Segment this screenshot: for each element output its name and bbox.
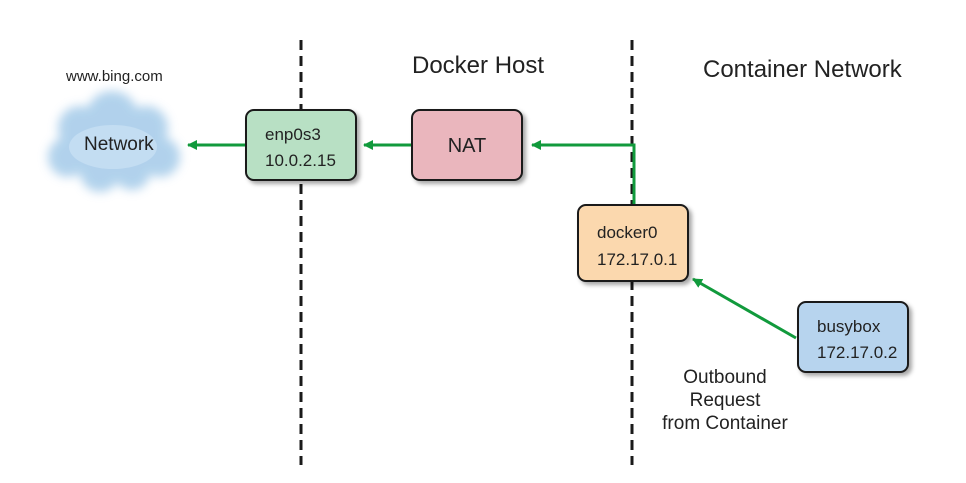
nat-label: NAT: [447, 135, 487, 157]
network-cloud-icon: [48, 91, 180, 192]
annotation-line-2: Request: [689, 390, 761, 411]
busybox-name: busybox: [817, 317, 881, 336]
busybox-ip: 172.17.0.2: [817, 343, 898, 362]
annotation-line-3: from Container: [662, 413, 788, 434]
enp0s3-name: enp0s3: [265, 125, 321, 144]
enp0s3-ip: 10.0.2.15: [265, 151, 336, 170]
cloud-label: Network: [84, 134, 154, 155]
enp0s3-interface-box: enp0s3 10.0.2.15: [245, 109, 357, 181]
nat-box: NAT: [411, 109, 523, 181]
docker0-name: docker0: [597, 223, 658, 242]
arrow-docker0-to-nat: [531, 140, 636, 204]
arrow-busybox-to-docker0: [692, 277, 797, 340]
docker-host-title: Docker Host: [412, 52, 545, 79]
docker0-ip: 172.17.0.1: [597, 250, 678, 269]
annotation-line-1: Outbound: [683, 367, 767, 388]
busybox-container-box: busybox 172.17.0.2: [797, 301, 909, 373]
container-network-title: Container Network: [703, 56, 902, 83]
outbound-request-annotation: Outbound Request from Container: [650, 366, 800, 435]
site-label: www.bing.com: [66, 68, 163, 85]
docker0-bridge-box: docker0 172.17.0.1: [577, 204, 689, 282]
